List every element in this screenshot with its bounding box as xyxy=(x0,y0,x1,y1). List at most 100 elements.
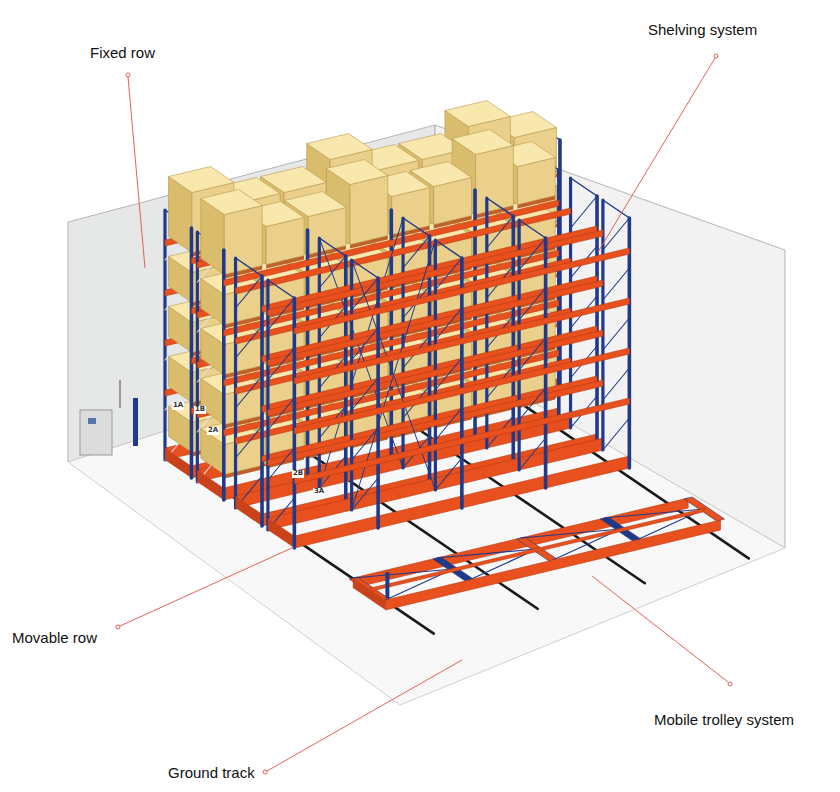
upright xyxy=(260,276,264,526)
frame-tie xyxy=(352,260,378,278)
cross-brace xyxy=(352,240,436,510)
frame-brace xyxy=(519,438,545,470)
frame-brace xyxy=(236,426,262,458)
row-tag: 2A xyxy=(207,427,219,435)
frame-brace xyxy=(352,378,378,410)
base-end xyxy=(197,470,224,500)
frame-brace xyxy=(435,308,461,340)
drive-post xyxy=(385,572,389,598)
leader-dot xyxy=(116,625,120,629)
trolley-end xyxy=(353,578,385,610)
base-end xyxy=(165,448,192,478)
upright xyxy=(434,240,437,490)
beam xyxy=(294,248,629,334)
upright xyxy=(376,278,380,528)
frame-brace xyxy=(236,326,262,358)
carton-top xyxy=(307,134,373,160)
frame-brace xyxy=(352,428,378,460)
carton-top xyxy=(201,190,262,215)
frame-brace xyxy=(268,398,294,430)
frame-tie xyxy=(519,220,545,238)
beam xyxy=(268,230,603,316)
frame-brace xyxy=(603,318,629,350)
upright xyxy=(293,298,297,548)
carton-front xyxy=(476,146,514,215)
trolley-rail xyxy=(386,520,721,610)
frame-brace xyxy=(603,368,629,400)
frame-tie xyxy=(603,200,629,218)
upright xyxy=(544,238,548,488)
carton-top xyxy=(445,101,511,127)
frame-brace xyxy=(519,288,545,320)
upright xyxy=(196,232,199,482)
frame-tie xyxy=(268,280,294,298)
frame-brace xyxy=(403,236,429,268)
frame-brace xyxy=(571,196,597,228)
upright xyxy=(350,260,353,510)
frame-brace xyxy=(487,216,513,248)
leader-line xyxy=(120,547,294,626)
leader-line xyxy=(592,576,728,682)
floor xyxy=(68,345,785,705)
upright xyxy=(190,228,194,478)
frame-brace xyxy=(268,348,294,380)
rack-row xyxy=(268,200,630,548)
part-label: Movable row xyxy=(12,629,97,647)
racking xyxy=(165,101,725,611)
frame-brace xyxy=(519,388,545,420)
leader-line xyxy=(598,58,715,252)
frame-brace xyxy=(236,376,262,408)
leader-line xyxy=(128,77,145,268)
leader-dot xyxy=(728,682,732,686)
frame-brace xyxy=(268,298,294,330)
frame-tie xyxy=(487,198,513,216)
carton-front xyxy=(224,206,262,275)
upright xyxy=(163,210,166,460)
frame-brace xyxy=(435,258,461,290)
carton-top xyxy=(326,160,387,185)
upright xyxy=(628,218,632,468)
part-label: Shelving system xyxy=(648,21,757,39)
cabinet-display xyxy=(88,418,96,424)
upright xyxy=(234,258,237,508)
frame-brace xyxy=(603,268,629,300)
row-tag: 1B xyxy=(194,406,206,414)
frame-brace xyxy=(352,478,378,510)
frame-brace xyxy=(435,358,461,390)
leader-dot xyxy=(263,770,267,774)
control-cabinet xyxy=(80,410,112,455)
trolley-rail xyxy=(368,508,706,592)
frame-brace xyxy=(519,238,545,270)
frame-tie xyxy=(236,258,262,276)
leader-dot xyxy=(714,54,718,58)
post xyxy=(133,398,138,446)
leader-line xyxy=(267,660,462,771)
row-tag: 3A xyxy=(313,488,325,496)
upright xyxy=(460,258,464,508)
frame-tie xyxy=(571,178,597,196)
base-end xyxy=(268,518,295,548)
leader-lines xyxy=(116,54,732,774)
beam xyxy=(294,348,629,434)
part-label: Mobile trolley system xyxy=(654,711,794,729)
row-tag: 1A xyxy=(172,402,184,410)
carton-front xyxy=(350,176,388,245)
row-tag: 2B xyxy=(292,470,304,478)
frame-brace xyxy=(519,338,545,370)
part-label: Fixed row xyxy=(90,44,155,62)
beam xyxy=(294,298,629,384)
upright xyxy=(266,280,269,530)
frame-brace xyxy=(319,256,345,288)
carton-top xyxy=(169,167,235,193)
ground-tracks xyxy=(169,378,749,633)
upright xyxy=(601,200,604,450)
frame-brace xyxy=(236,276,262,308)
frame-tie xyxy=(435,240,461,258)
upright xyxy=(518,220,521,470)
frame-brace xyxy=(603,418,629,450)
frame-tie xyxy=(403,218,429,236)
frame-brace xyxy=(435,408,461,440)
carton-top xyxy=(452,130,513,155)
